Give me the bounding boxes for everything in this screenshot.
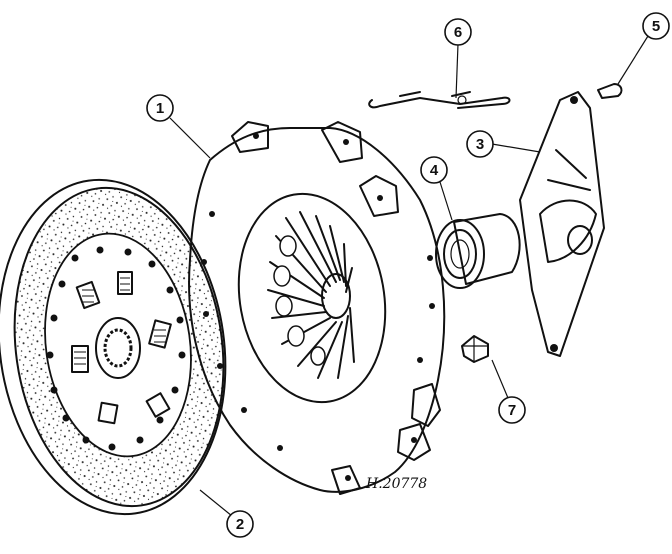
- callout-4: 4: [420, 156, 453, 221]
- release-bearing: [435, 213, 521, 289]
- svg-text:3: 3: [476, 136, 484, 153]
- svg-text:5: 5: [652, 18, 660, 35]
- callout-1: 1: [146, 94, 211, 159]
- clutch-disc: [0, 178, 227, 516]
- bolt: [461, 335, 489, 363]
- callout-6: 6: [444, 18, 472, 99]
- svg-text:6: 6: [454, 24, 462, 41]
- callout-3: 3: [466, 130, 541, 158]
- callout-2: 2: [199, 489, 254, 538]
- callout-5: 5: [617, 12, 670, 85]
- spring-clip: [368, 91, 511, 109]
- callout-7: 7: [491, 359, 526, 424]
- svg-text:2: 2: [236, 516, 244, 533]
- retaining-pin: [597, 83, 623, 99]
- release-fork-bracket: [519, 91, 605, 357]
- svg-text:1: 1: [156, 100, 164, 117]
- reference-code: H.20778: [365, 476, 427, 492]
- svg-text:4: 4: [430, 162, 439, 179]
- pressure-plate-cover: [188, 121, 446, 495]
- svg-text:7: 7: [508, 402, 516, 419]
